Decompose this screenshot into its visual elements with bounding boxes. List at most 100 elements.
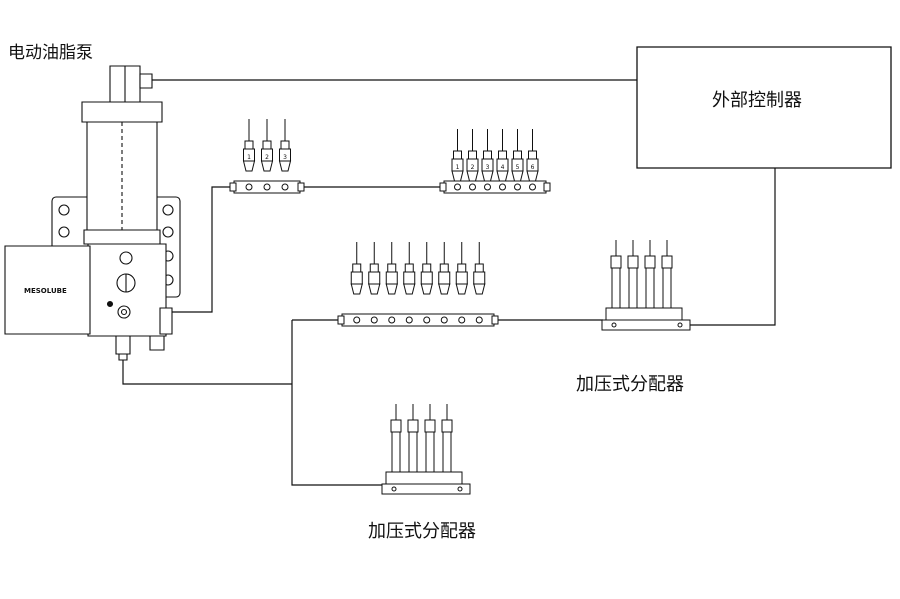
outlet-nut [475,264,483,272]
cylinder-head [645,256,655,268]
outlet-cone [512,171,523,181]
distributor-plate [382,484,470,494]
outlet-number: 4 [501,164,505,171]
outlet-cone [456,284,467,294]
outlet-cone [497,171,508,181]
outlet-body [386,272,397,284]
outlet-body [439,272,450,284]
outlet-nut [245,141,253,149]
mount-hole [458,487,462,491]
divider-port [476,317,482,323]
divider-port [264,184,270,190]
outlet-nut [263,141,271,149]
pressure-distributor-right [602,240,690,330]
outlet-body [456,272,467,284]
outlet-cone [244,161,255,171]
distributor-base [386,472,462,484]
cylinder-head [628,256,638,268]
line-controller-distributor [676,168,775,325]
divider-top-right [440,129,550,193]
divider-port [371,317,377,323]
mount-hole [392,487,396,491]
divider-port [500,184,506,190]
divider-end-right [298,183,304,191]
outlet-cone [386,284,397,294]
outlet-nut [529,151,537,159]
outlet-cone [482,171,493,181]
outlet-number: 1 [456,164,460,171]
outlet-nut [370,264,378,272]
cylinder-head [662,256,672,268]
cylinder-body [646,268,654,308]
outlet-body [421,272,432,284]
outlet-nut [353,264,361,272]
mount-hole [612,323,616,327]
distributor-label-bottom: 加压式分配器 [368,521,476,542]
divider-port [354,317,360,323]
cylinder-body [663,268,671,308]
divider-port [246,184,252,190]
divider-end-right [492,316,498,324]
grease-pump [5,66,180,360]
mount-hole [678,323,682,327]
divider-port [515,184,521,190]
divider-port [424,317,430,323]
pressure-distributor-bottom [382,404,470,494]
distributor-plate [602,320,690,330]
outlet-nut [458,264,466,272]
outlet-nut [440,264,448,272]
external-controller-box [637,47,891,168]
divider-port [485,184,491,190]
divider-port [389,317,395,323]
outlet-nut [405,264,413,272]
cylinder-head [391,420,401,432]
brand-text: MESOLUBE [24,287,67,295]
outlet-cone [421,284,432,294]
outlet-number: 6 [531,164,535,171]
outlet-body [404,272,415,284]
pump-label: 电动油脂泵 [8,43,93,63]
cylinder-body [612,268,620,308]
divider-end-left [338,316,344,324]
cylinder-body [392,432,400,472]
outlet-body [369,272,380,284]
distributor-label-right: 加压式分配器 [576,374,684,395]
cylinder-body [409,432,417,472]
divider-block [342,314,494,326]
cylinder-head [408,420,418,432]
outlet-cone [262,161,273,171]
cylinder-body [443,432,451,472]
outlet-cone [467,171,478,181]
divider-middle [338,242,498,326]
cylinder-head [442,420,452,432]
divider-end-right [544,183,550,191]
outlet-nut [281,141,289,149]
divider-port [470,184,476,190]
outlet-cone [439,284,450,294]
outlet-body [351,272,362,284]
outlet-nut [514,151,522,159]
outlet-cone [280,161,291,171]
cylinder-head [425,420,435,432]
divider-end-left [230,183,236,191]
divider-port [282,184,288,190]
outlet-number: 3 [486,164,490,171]
line-trunk [292,320,385,485]
divider-port [455,184,461,190]
outlet-cone [474,284,485,294]
outlet-number: 5 [516,164,520,171]
divider-port [441,317,447,323]
line-pump-bottom [123,360,292,384]
outlet-nut [484,151,492,159]
outlet-number: 1 [247,154,251,161]
outlet-number: 2 [265,154,269,161]
pressure-distributors [382,240,690,494]
outlet-nut [423,264,431,272]
divider-port [459,317,465,323]
cylinder-body [426,432,434,472]
outlet-number: 2 [471,164,475,171]
cylinder-body [629,268,637,308]
divider-port [406,317,412,323]
